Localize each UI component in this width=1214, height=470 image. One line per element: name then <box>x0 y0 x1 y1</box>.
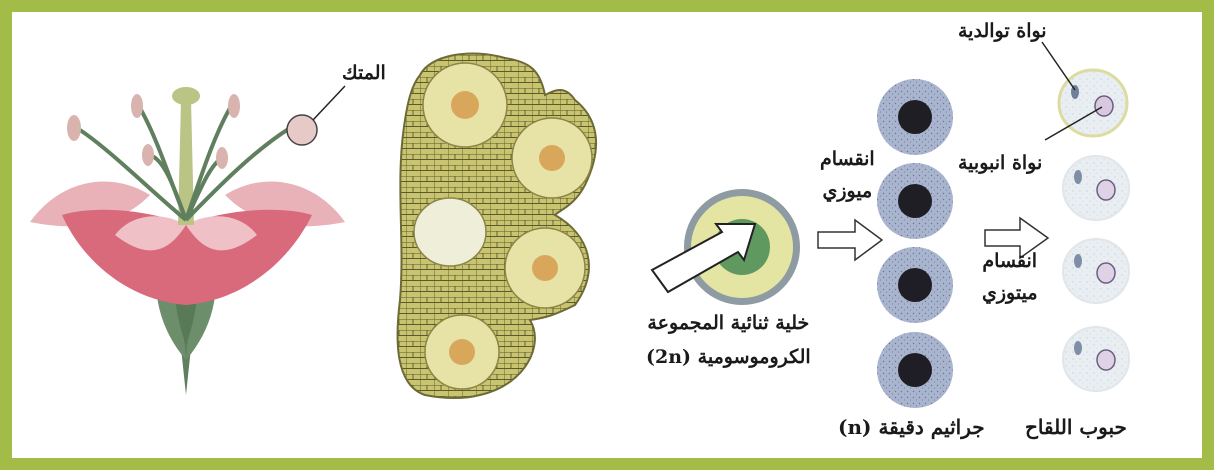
label-anther: المتك <box>342 62 386 86</box>
anther-cross-section <box>398 53 597 398</box>
arrow-right-icon <box>818 220 882 260</box>
microspore-3 <box>877 247 953 323</box>
label-microspores: جراثيم دقيقة (n) <box>838 415 985 440</box>
pollen-grain-4 <box>1063 327 1129 391</box>
microspore-4 <box>877 332 953 408</box>
label-diploid-line2: الكروموسومية (2n) <box>646 346 811 370</box>
pollen-grain-2 <box>1063 156 1129 220</box>
pollen-grain-3 <box>1063 239 1129 303</box>
label-mitosis-line2: ميتوزي <box>982 282 1038 306</box>
label-diploid-cell: خلية ثنائية المجموعة الكروموسومية (2n) <box>646 312 811 370</box>
label-meiosis-line1: انقسام <box>820 148 875 172</box>
microspores <box>877 79 953 408</box>
microspore-2 <box>877 163 953 239</box>
label-meiosis: انقسام ميوزي <box>820 148 875 204</box>
label-tube-nucleus: نواة انبوبية <box>958 152 1042 176</box>
pollen-grains <box>1042 42 1129 391</box>
label-diploid-line1: خلية ثنائية المجموعة <box>646 312 811 336</box>
pistil-stigma <box>172 87 200 105</box>
label-generative-nucleus: نواة توالدية <box>958 20 1047 44</box>
microspore-1 <box>877 79 953 155</box>
label-mitosis: انقسام ميتوزي <box>982 250 1038 306</box>
generative-nucleus-pointer <box>1042 42 1075 90</box>
label-mitosis-line1: انقسام <box>982 250 1038 274</box>
label-pollen-grains: حبوب اللقاح <box>1025 415 1127 440</box>
anther-pointer-line <box>313 86 345 120</box>
label-meiosis-line2: ميوزي <box>820 180 875 204</box>
lily-flower <box>30 86 345 395</box>
